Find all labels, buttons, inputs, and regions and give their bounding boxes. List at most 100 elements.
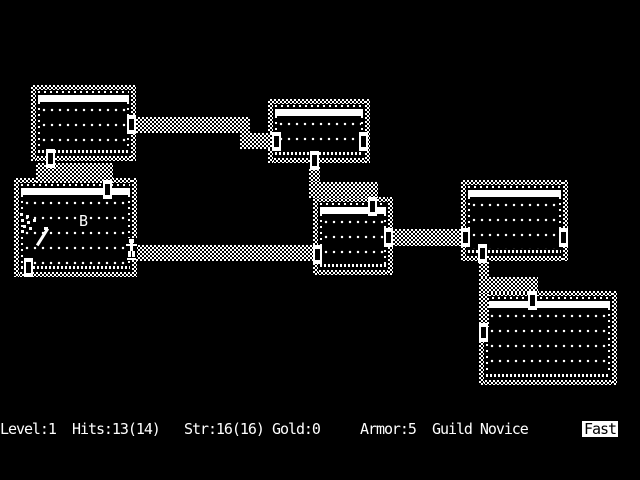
player-body [130, 243, 133, 251]
wand-icon [35, 227, 50, 247]
room-border-bottom [479, 380, 617, 385]
room-border-right [132, 178, 137, 277]
room-middle [313, 197, 393, 275]
room-wall-right-dotted [559, 197, 561, 250]
corridor [479, 260, 489, 327]
corridor [309, 167, 320, 184]
room-wall-bottom-dotted [468, 250, 561, 253]
corridor [136, 245, 314, 261]
door-slot [480, 248, 485, 259]
room-wall-bottom-dotted [486, 374, 610, 377]
door-slot [48, 153, 53, 164]
room-wall-top-dotted [21, 184, 130, 186]
room-floor [23, 195, 128, 265]
wand-shaft [35, 227, 50, 247]
room-wall-top-dotted [275, 105, 363, 107]
room-wall-top [320, 207, 386, 214]
room-top-middle [268, 99, 370, 163]
room-right [461, 180, 568, 261]
room-wall-top-dotted [320, 203, 386, 205]
player-leg-left [128, 251, 131, 257]
room-bottom-right [479, 291, 617, 385]
room-wall-bottom-dotted [21, 266, 130, 269]
room-border-right [612, 291, 617, 385]
door-bottom [24, 258, 33, 277]
room-wall-right-dotted [128, 195, 130, 266]
room-floor [322, 214, 384, 263]
room-border-right [365, 99, 370, 163]
room-border-bottom [268, 158, 370, 163]
room-wall-top [38, 95, 129, 102]
door-bottom [310, 151, 319, 170]
door-slot [315, 249, 320, 260]
room-wall-bottom-dotted [320, 264, 386, 267]
player-head [129, 239, 134, 243]
status-level: Level:1 [0, 420, 57, 438]
door-right [359, 132, 368, 151]
room-border-top [31, 85, 136, 90]
room-wall-left-dotted [21, 195, 23, 266]
door-top [528, 291, 537, 310]
door-slot [312, 155, 317, 166]
door-right [384, 228, 393, 247]
status-guild-rank: Guild Novice [432, 420, 529, 438]
room-border-bottom [14, 272, 137, 277]
room-wall-top [275, 109, 363, 116]
status-gold: Gold:0 [272, 420, 321, 438]
room-border-left [14, 178, 19, 277]
door-slot [530, 295, 535, 306]
room-border-bottom [313, 270, 393, 275]
room-border-left [31, 85, 36, 161]
room-border-top [268, 99, 370, 104]
room-wall-top-dotted [486, 297, 610, 299]
door-left [272, 132, 281, 151]
door-left [479, 323, 488, 342]
room-wall-left-dotted [468, 197, 470, 250]
door-top [368, 197, 377, 216]
room-wall-top [486, 301, 610, 308]
room-wall-top-dotted [468, 186, 561, 188]
corridor [136, 117, 250, 133]
room-floor [470, 197, 559, 249]
player-arms [126, 244, 137, 246]
room-border-top [461, 180, 568, 185]
door-slot [105, 184, 110, 195]
door-slot [463, 232, 468, 243]
room-border-top [313, 197, 393, 202]
door-slot [129, 119, 134, 130]
room-floor [277, 116, 361, 151]
status-hits: Hits:13(14) [72, 420, 161, 438]
gold-pile-icon [20, 213, 23, 216]
door-top [103, 180, 112, 199]
status-armor: Armor:5 [360, 420, 417, 438]
room-wall-top-dotted [38, 91, 129, 93]
wand-tip [44, 227, 48, 230]
corridor [309, 182, 378, 198]
door-slot [361, 136, 366, 147]
room-wall-right-dotted [608, 308, 610, 374]
room-wall-left-dotted [38, 102, 40, 150]
door-slot [26, 262, 31, 273]
room-wall-top [21, 188, 130, 195]
room-border-bottom [461, 256, 568, 261]
door-right [127, 115, 136, 134]
door-left [313, 245, 322, 264]
room-border-bottom [31, 156, 136, 161]
door-bottom [478, 244, 487, 263]
door-slot [561, 232, 566, 243]
door-slot [386, 232, 391, 243]
door-right [559, 228, 568, 247]
room-border-left [313, 197, 318, 275]
room-border-right [563, 180, 568, 261]
room-left-middle [14, 178, 137, 277]
corridor [36, 163, 113, 182]
room-top-left [31, 85, 136, 161]
player-icon [126, 238, 137, 258]
door-bottom [46, 149, 55, 168]
room-floor [488, 308, 608, 373]
door-slot [274, 136, 279, 147]
monster-bat: B [79, 212, 88, 230]
room-border-left [461, 180, 466, 261]
corridor [479, 277, 538, 293]
